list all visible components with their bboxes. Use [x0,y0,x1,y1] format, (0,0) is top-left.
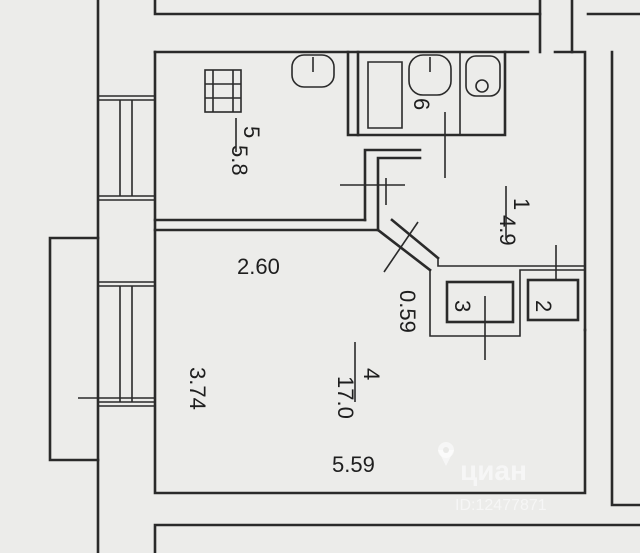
closets [445,245,580,360]
room-1-area: 4.9 [495,215,520,246]
washbasin-icon [465,55,501,97]
room-6-number: 6 [409,98,434,110]
room-1-number: 1 [509,198,534,210]
watermark: циан ID:12477871 [438,442,547,514]
neighbouring-walls [153,0,640,553]
room-3-number: 3 [450,300,475,312]
room-2-number: 2 [531,300,556,312]
location-pin-icon [438,442,454,466]
radiator-icon [204,69,242,113]
outer-walls [153,50,587,495]
toilet-icon [408,54,452,96]
passage-width: 0.59 [395,290,420,333]
room-4-number: 4 [359,368,384,380]
room-5-area: 5.8 [227,145,252,176]
room-5-number: 5 [239,126,264,138]
room-4-bottom-width: 5.59 [332,452,375,477]
room-4-top-width: 2.60 [237,254,280,279]
facade-wall [48,0,155,553]
watermark-brand: циан [460,455,527,486]
partition-walls [153,50,507,232]
room-4-area: 17.0 [333,376,358,419]
room-4-height: 3.74 [185,367,210,410]
watermark-id: ID:12477871 [455,497,547,514]
diagonal-door [376,218,585,337]
sink-icon [291,54,335,88]
